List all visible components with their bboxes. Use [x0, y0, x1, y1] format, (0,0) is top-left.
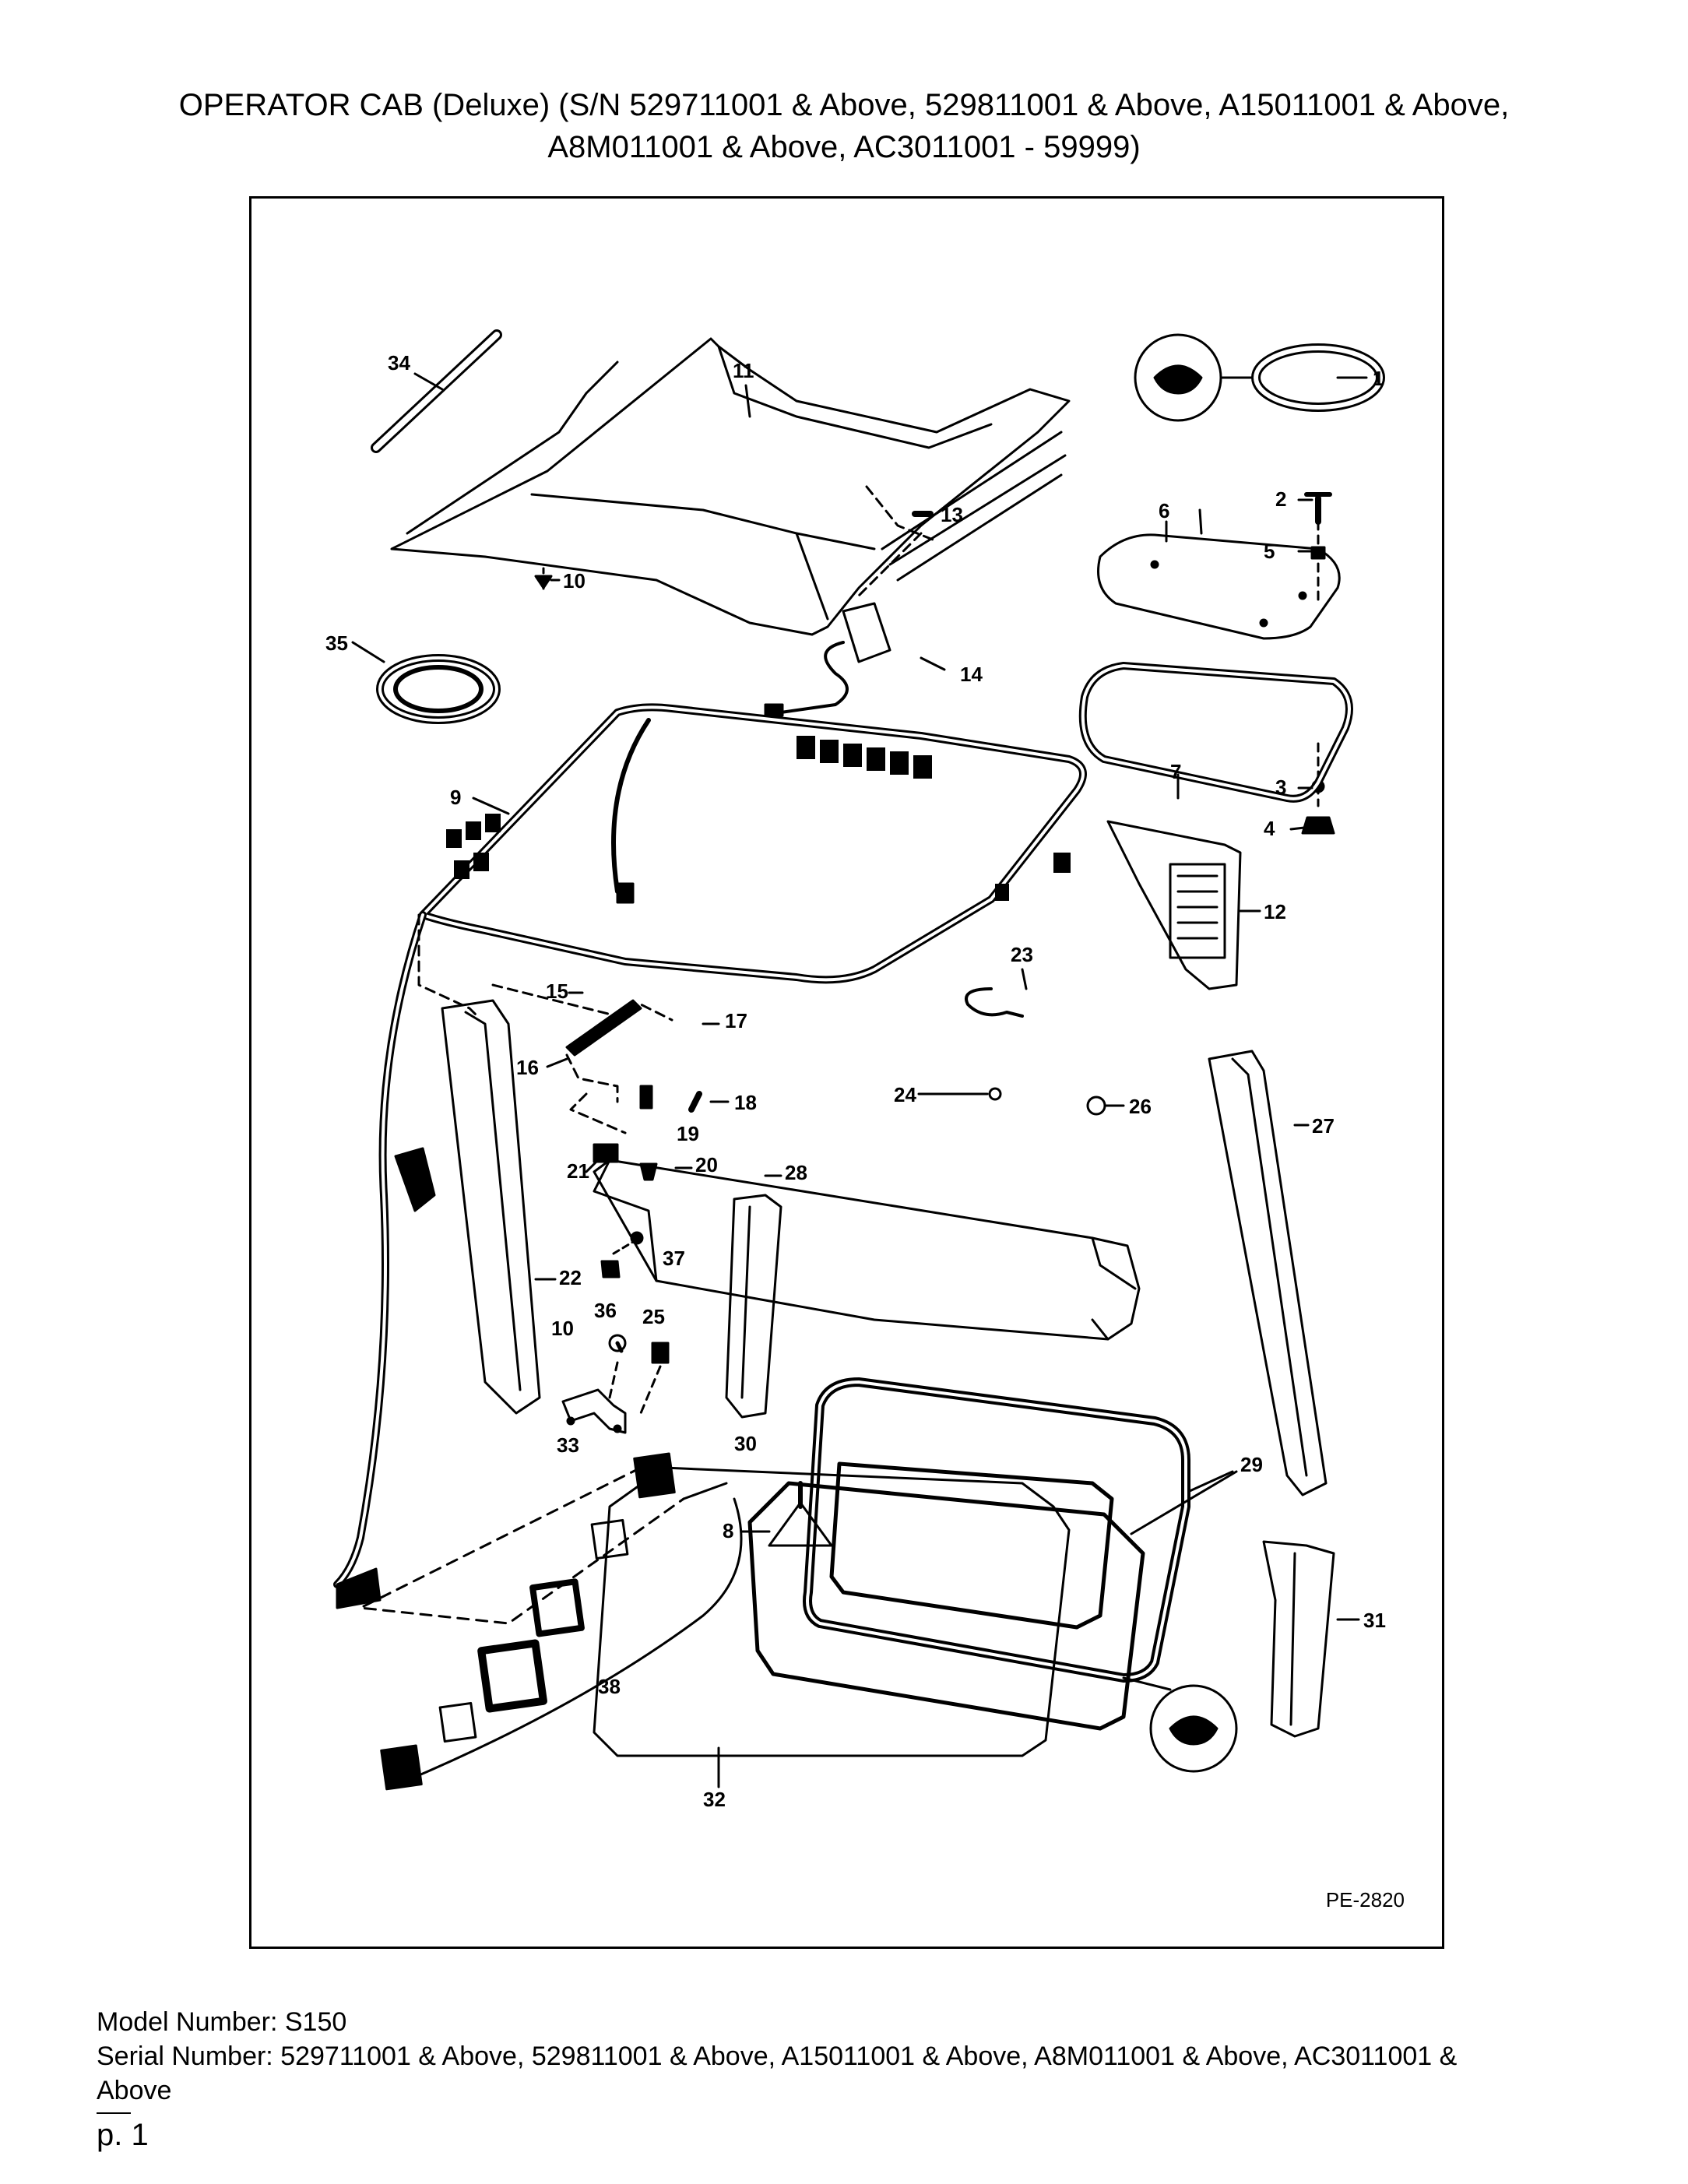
part-8-handle	[768, 1501, 833, 1547]
part-32-glass	[593, 1466, 1071, 1757]
part-38-housing	[477, 1639, 547, 1713]
callout-35: 35	[325, 631, 348, 655]
callout-10-lower: 10	[551, 1317, 574, 1340]
part-10-screw-lower	[608, 1334, 627, 1352]
part-16-bar	[565, 999, 642, 1057]
callout-20: 20	[695, 1153, 718, 1176]
parts-diagram: 1 2 3 4 5 6 7 8 9 10 10 11 12 13 14 15 1…	[325, 329, 1386, 1811]
callout-4: 4	[1264, 817, 1275, 840]
callout-3: 3	[1275, 775, 1286, 799]
title-line-1: OPERATOR CAB (Deluxe) (S/N 529711001 & A…	[178, 88, 1510, 122]
part-36-latch	[600, 1260, 621, 1278]
callout-13: 13	[941, 503, 963, 526]
part-26-plug	[1086, 1096, 1106, 1116]
callout-36: 36	[594, 1299, 617, 1322]
part-28-rear-panel	[593, 1159, 1141, 1341]
footer-rule	[97, 2112, 131, 2114]
part-33-bracket	[561, 1388, 627, 1434]
callout-15: 15	[546, 979, 568, 1003]
page-title: OPERATOR CAB (Deluxe) (S/N 529711001 & A…	[0, 84, 1688, 168]
part-22-pillar-trim	[441, 999, 541, 1415]
part-11-headliner	[390, 337, 1071, 636]
callout-31: 31	[1363, 1609, 1386, 1632]
part-6-cover	[1097, 533, 1341, 640]
part-24-plug	[988, 1087, 1002, 1101]
callout-37: 37	[663, 1247, 685, 1270]
part-12-speaker-console	[1106, 820, 1242, 990]
serial-number-cont: Above	[97, 2076, 172, 2105]
part-25-bolt	[651, 1342, 670, 1364]
callout-2: 2	[1275, 487, 1286, 511]
callout-19: 19	[677, 1122, 699, 1145]
callout-6: 6	[1159, 499, 1169, 522]
part-14-dome-light	[842, 602, 891, 663]
page-number: p. 1	[97, 2118, 149, 2152]
part-27-pillar-trim	[1208, 1050, 1328, 1496]
part-18-screw	[688, 1091, 702, 1113]
leader-lines	[351, 372, 1368, 1788]
part-34-rod-inner	[373, 332, 500, 451]
serial-number: Serial Number: 529711001 & Above, 529811…	[97, 2042, 1458, 2071]
part-38-lens-1	[633, 1452, 676, 1499]
part-30-pillar	[725, 1194, 782, 1419]
callout-7: 7	[1170, 760, 1181, 783]
callout-12: 12	[1264, 900, 1286, 923]
part-38-bezel	[529, 1578, 585, 1637]
part-4-nut	[1301, 816, 1335, 835]
part-23-clamp	[965, 987, 1024, 1018]
part-31-trim	[1262, 1540, 1335, 1738]
part-37-nut	[630, 1231, 644, 1245]
callout-24: 24	[894, 1083, 916, 1106]
callout-17: 17	[725, 1009, 747, 1032]
callout-34: 34	[388, 351, 410, 375]
part-7-seal	[1078, 662, 1353, 803]
part-19-spring	[639, 1085, 653, 1110]
model-number: Model Number: S150	[97, 2007, 347, 2037]
callout-11: 11	[733, 359, 754, 382]
callout-33: 33	[557, 1433, 579, 1457]
callout-23: 23	[1011, 943, 1033, 966]
callout-14: 14	[960, 663, 983, 686]
callout-22: 22	[559, 1266, 582, 1289]
part-29-door-seal	[803, 1377, 1190, 1683]
callout-1: 1	[1373, 367, 1384, 390]
callout-28: 28	[785, 1161, 807, 1184]
title-line-2: A8M011001 & Above, AC3011001 - 59999)	[547, 130, 1141, 164]
callout-9: 9	[450, 786, 461, 809]
callout-38: 38	[598, 1675, 621, 1698]
callout-25: 25	[642, 1305, 665, 1328]
callout-16: 16	[516, 1056, 539, 1079]
diagram-code: PE-2820	[1325, 1888, 1405, 1911]
callout-32: 32	[703, 1788, 726, 1811]
callout-18: 18	[734, 1091, 757, 1114]
part-29-detail-circle	[1149, 1684, 1238, 1773]
callout-10-upper: 10	[563, 569, 586, 593]
callout-29: 29	[1240, 1453, 1263, 1476]
callout-8: 8	[723, 1519, 733, 1542]
callout-27: 27	[1312, 1114, 1335, 1138]
connector-cluster	[446, 736, 1071, 901]
callout-5: 5	[1264, 540, 1275, 563]
callout-labels: 1 2 3 4 5 6 7 8 9 10 10 11 12 13 14 15 1…	[325, 351, 1386, 1811]
callout-30: 30	[734, 1432, 757, 1455]
diagram-frame: 1 2 3 4 5 6 7 8 9 10 10 11 12 13 14 15 1…	[249, 196, 1444, 1949]
part-38-lens-2	[380, 1744, 423, 1791]
footer: Model Number: S150 Serial Number: 529711…	[97, 2005, 1615, 2114]
callout-26: 26	[1129, 1095, 1152, 1118]
